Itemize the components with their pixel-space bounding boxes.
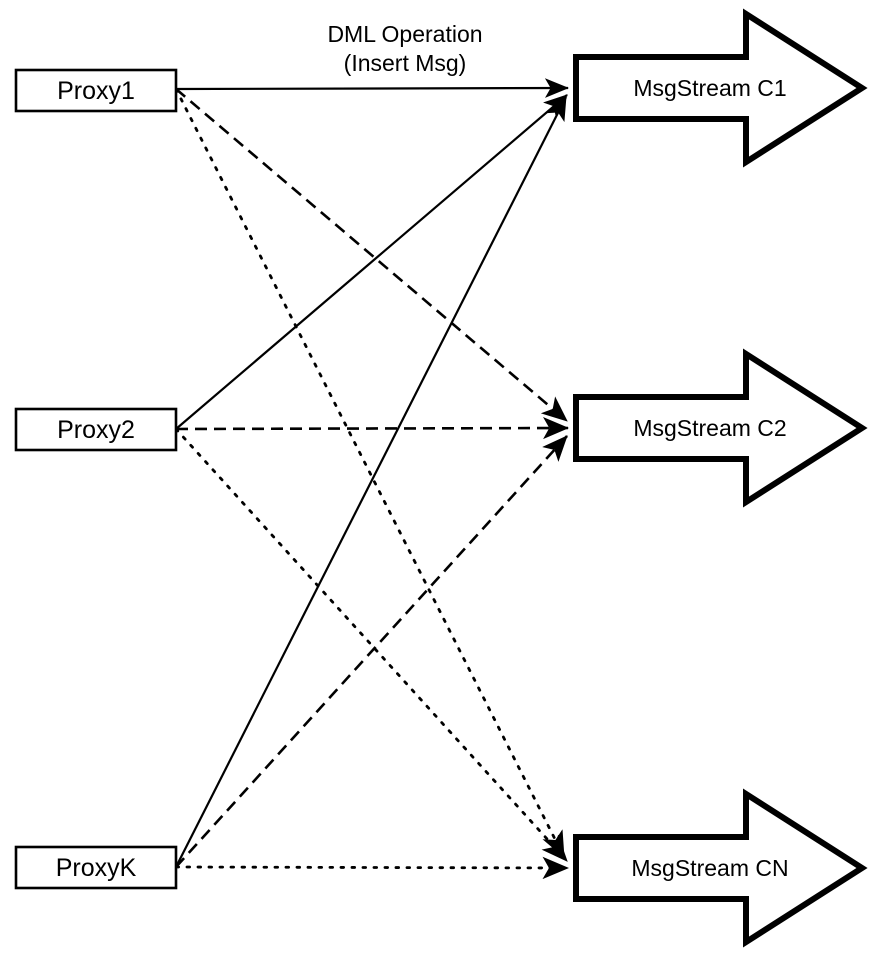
stream-node-c2[interactable]: MsgStream C2 — [573, 348, 868, 508]
proxy-label: ProxyK — [56, 854, 137, 882]
connector-proxyk-to-stream-c2 — [175, 435, 568, 868]
proxy-label: Proxy2 — [57, 416, 135, 444]
stream-arrow-shape — [573, 348, 868, 508]
dml-operation-annotation: DML Operation (Insert Msg) — [327, 21, 482, 76]
proxy-box-shape — [14, 407, 178, 452]
dml-operation-line-1: DML Operation — [327, 21, 482, 47]
stream-node-c1[interactable]: MsgStream C1 — [573, 8, 868, 168]
proxy-node-proxy1[interactable]: Proxy1 — [14, 68, 178, 113]
connector-proxy1-to-stream-c1 — [175, 78, 570, 98]
stream-arrow-shape — [573, 788, 868, 948]
stream-label: MsgStream CN — [631, 855, 788, 881]
connector-proxy1-to-stream-c2 — [175, 88, 568, 422]
stream-label: MsgStream C2 — [633, 415, 786, 441]
proxy-node-proxy2[interactable]: Proxy2 — [14, 407, 178, 452]
connector-layer — [174, 78, 570, 880]
connector-proxy1-to-stream-cn — [174, 87, 566, 859]
dml-operation-line-2: (Insert Msg) — [344, 50, 467, 76]
proxy-node-proxyk[interactable]: ProxyK — [14, 845, 178, 890]
connector-proxyk-to-stream-cn — [174, 856, 570, 880]
proxy-box-shape — [14, 68, 178, 113]
proxy-label: Proxy1 — [57, 77, 135, 105]
connector-proxy2-to-stream-c1 — [175, 94, 568, 430]
stream-arrow-shape — [573, 8, 868, 168]
stream-label: MsgStream C1 — [633, 75, 786, 101]
connector-proxy2-to-stream-cn — [174, 427, 569, 863]
proxy-box-shape — [14, 845, 178, 890]
connector-proxy2-to-stream-c2 — [175, 417, 570, 440]
stream-node-cn[interactable]: MsgStream CN — [573, 788, 868, 948]
connector-proxyk-to-stream-c1 — [175, 96, 567, 868]
